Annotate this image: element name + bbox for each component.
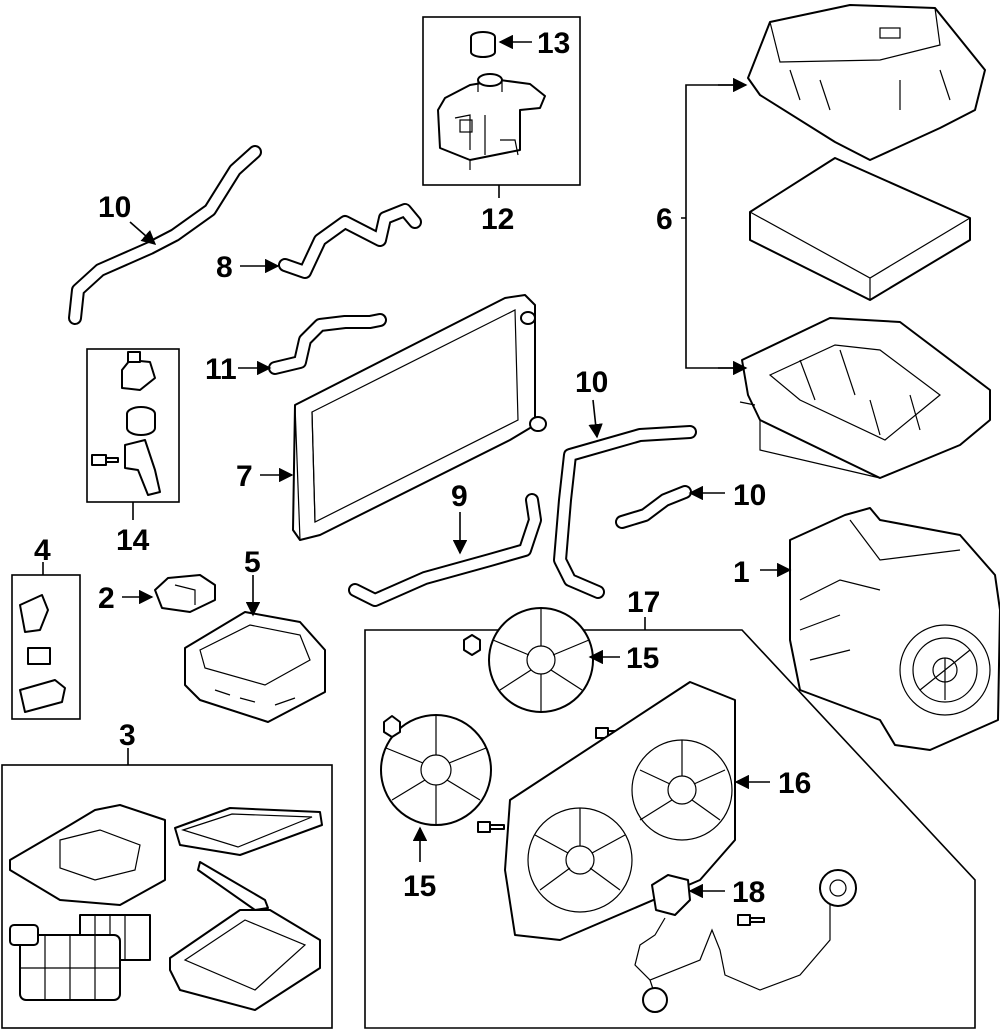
pump-insulator-ring[interactable] — [126, 406, 156, 436]
reservoir-cap[interactable] — [470, 31, 496, 58]
callout-4: 4 — [34, 534, 51, 567]
callout-3: 3 — [119, 719, 136, 752]
box-reservoir-group — [422, 16, 581, 186]
water-pump[interactable] — [121, 351, 156, 391]
position-sensor[interactable] — [19, 594, 49, 633]
shroud-bolt-lower[interactable] — [477, 821, 505, 833]
fan-shroud[interactable] — [504, 681, 736, 941]
hose-11[interactable] — [268, 313, 387, 375]
battery-lower-case[interactable] — [169, 909, 321, 1011]
callout-11: 11 — [205, 353, 237, 386]
battery-tray-cover[interactable] — [9, 804, 166, 906]
battery-gasket[interactable] — [174, 807, 323, 856]
harness-bolt[interactable] — [737, 914, 765, 926]
onboard-charger[interactable] — [184, 611, 326, 723]
fan-blade-lower[interactable] — [380, 714, 492, 826]
hose-10-center[interactable] — [553, 425, 697, 599]
leader-6 — [681, 84, 740, 369]
fan-harness[interactable] — [634, 900, 831, 1013]
hose-9[interactable] — [348, 493, 542, 607]
callout-2: 2 — [98, 582, 115, 615]
fan-nut-lower[interactable] — [383, 715, 401, 738]
callout-10b: 10 — [575, 366, 608, 399]
charger-bracket[interactable] — [154, 574, 216, 613]
callout-9: 9 — [451, 480, 468, 513]
traction-motor[interactable] — [789, 507, 1000, 751]
callout-6: 6 — [656, 203, 673, 236]
callout-17: 17 — [627, 586, 660, 619]
box-sensor-group — [11, 574, 81, 720]
callout-10c: 10 — [733, 479, 766, 512]
callout-5: 5 — [244, 546, 261, 579]
sensor-connector[interactable] — [19, 679, 66, 713]
box-fan-group — [364, 629, 976, 1029]
callout-18: 18 — [732, 876, 765, 909]
fan-nut-upper[interactable] — [463, 634, 481, 656]
leader-10a — [129, 221, 157, 245]
hose-10-right[interactable] — [615, 485, 692, 529]
fan-motor-connector[interactable] — [819, 869, 857, 907]
callout-14: 14 — [116, 524, 150, 557]
callout-15a: 15 — [626, 642, 659, 675]
battery-modules[interactable] — [19, 914, 151, 1001]
fan-blade-upper[interactable] — [488, 607, 594, 713]
callout-7: 7 — [236, 460, 253, 493]
hose-10-upper-left[interactable] — [68, 145, 262, 325]
battery-harness[interactable] — [197, 861, 269, 911]
callout-1: 1 — [733, 556, 750, 589]
pump-bracket[interactable] — [124, 439, 161, 496]
callout-10a: 10 — [98, 191, 131, 224]
callout-15b: 15 — [403, 870, 436, 903]
callout-13: 13 — [537, 27, 570, 60]
inverter-cover[interactable] — [747, 4, 986, 161]
box-battery-group — [1, 764, 333, 1029]
callout-16: 16 — [778, 767, 811, 800]
sensor-relay[interactable] — [27, 647, 51, 665]
radiator[interactable] — [292, 294, 547, 541]
leader-10b — [588, 399, 603, 439]
callout-12: 12 — [481, 203, 514, 236]
fan-motor-resistor[interactable] — [651, 874, 691, 916]
callout-8: 8 — [216, 251, 233, 284]
battery-connector[interactable] — [9, 924, 39, 946]
inverter-base[interactable] — [739, 317, 991, 479]
pump-bolt[interactable] — [91, 454, 119, 466]
hose-8[interactable] — [278, 203, 422, 279]
coolant-reservoir[interactable] — [437, 73, 546, 170]
inverter-insulator[interactable] — [749, 157, 971, 301]
